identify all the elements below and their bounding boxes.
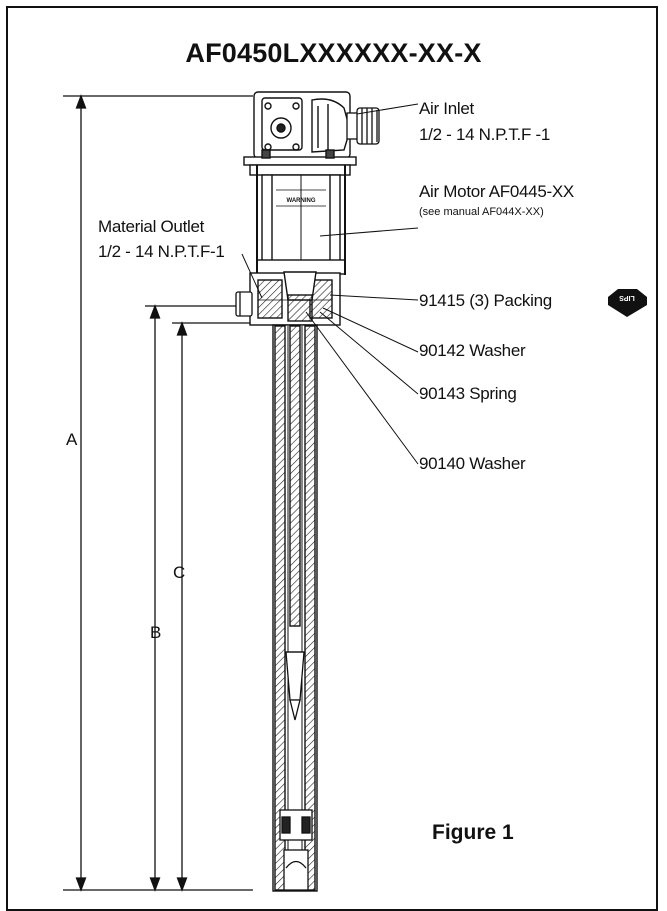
dimension-b-line (145, 304, 238, 892)
svg-text:LIPS: LIPS (619, 294, 635, 301)
material-outlet-spec: 1/2 - 14 N.P.T.F-1 (98, 242, 225, 261)
dimension-c-line (172, 321, 272, 892)
dimension-a-line (63, 94, 253, 892)
air-motor-head (253, 91, 351, 159)
motor-tie-rods (256, 165, 346, 275)
motor-warning-label: WARNING (287, 198, 316, 204)
motor-cylinder (256, 174, 346, 275)
air-inlet-fitting (346, 107, 380, 145)
material-outlet-label: Material Outlet (98, 217, 205, 236)
washer-90140-label: 90140 Washer (419, 454, 526, 473)
air-inlet-label: Air Inlet (419, 99, 474, 118)
upper-check-valve (285, 651, 305, 721)
lips-badge: LIPS (608, 289, 647, 317)
foot-valve (279, 809, 313, 891)
dimension-c-label: C (173, 563, 186, 582)
dimension-a-label: A (66, 430, 78, 449)
packing-label: 91415 (3) Packing (419, 291, 552, 310)
spring-label: 90143 Spring (419, 384, 517, 403)
pump-tube (272, 324, 318, 892)
air-motor-label: Air Motor AF0445-XX (419, 182, 574, 201)
page-title: AF0450LXXXXXX-XX-X (185, 38, 482, 68)
material-outlet-fitting (235, 291, 253, 317)
air-inlet-spec: 1/2 - 14 N.P.T.F -1 (419, 125, 550, 144)
leader-lines (241, 103, 419, 465)
figure-label: Figure 1 (432, 821, 514, 844)
washer-90142-label: 90142 Washer (419, 341, 526, 360)
dimension-b-label: B (150, 623, 162, 642)
air-motor-manual-note: (see manual AF044X-XX) (419, 206, 544, 218)
